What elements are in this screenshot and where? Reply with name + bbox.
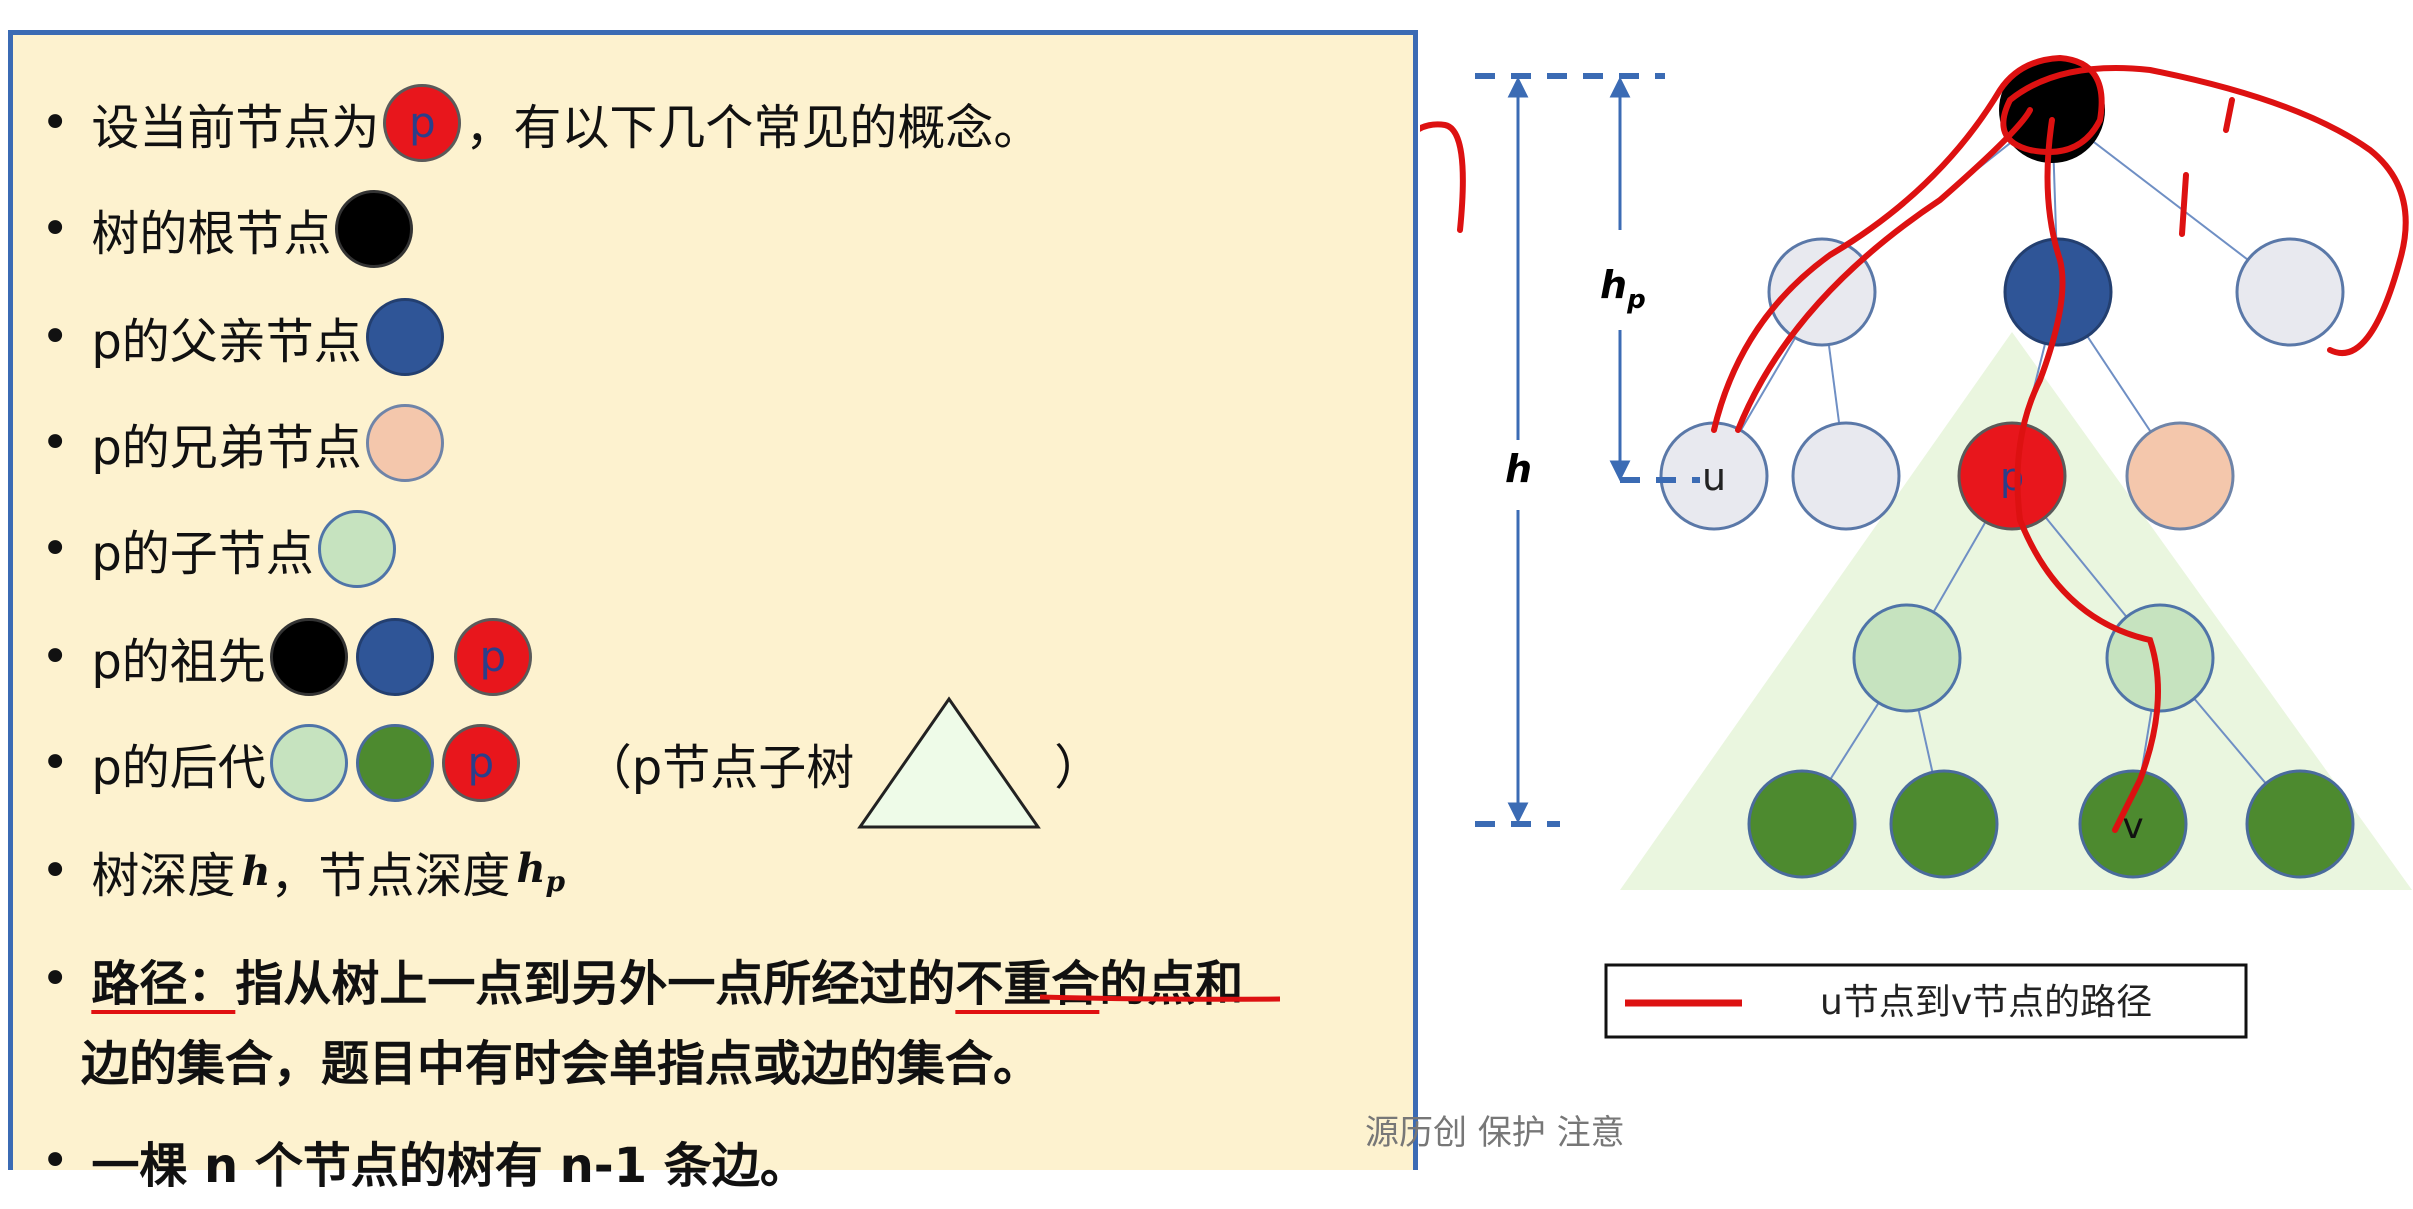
tree-node-v xyxy=(2078,769,2188,879)
bullet-text: ，有以下几个常见的概念。 xyxy=(465,100,1042,156)
node-p-red: p xyxy=(383,84,462,162)
tree-leaf-node xyxy=(2245,769,2355,879)
bullet-text: ，节点深度 xyxy=(270,848,511,904)
label-h: h xyxy=(1505,447,1532,491)
depth-dashes xyxy=(1475,73,1700,827)
path-title: 路径： xyxy=(91,956,236,1012)
tree-root-node xyxy=(1999,57,2105,163)
tree-node-gray xyxy=(1791,421,1901,531)
bullet-dot: • xyxy=(41,843,70,899)
bullet-ancestors: • p的祖先 p xyxy=(41,609,536,705)
tree-sibling-node xyxy=(2125,421,2235,531)
tree-parent-node xyxy=(2003,237,2113,347)
subtree-shade xyxy=(1620,332,2412,890)
label-u: u xyxy=(1702,455,1726,499)
node-descendant-p: p xyxy=(441,724,520,802)
bullet-text: p的兄弟节点 xyxy=(91,420,362,476)
node-descendant-darkgreen xyxy=(355,724,434,802)
bullet-text: p的父亲节点 xyxy=(91,314,362,370)
bullet-dot: • xyxy=(41,309,70,365)
node-root-black xyxy=(335,190,414,268)
subtree-triangle-icon xyxy=(857,696,1042,829)
bullet-text: p的后代 xyxy=(91,740,266,796)
node-child-lightgreen xyxy=(317,510,396,588)
node-ancestor-black xyxy=(269,618,348,696)
path-annotation xyxy=(1420,54,2409,833)
path-emphasis: 不重合 xyxy=(955,956,1100,1012)
bullet-descendants: • p的后代 p （p节点子树 ） xyxy=(41,696,1103,829)
bullet-path: • 路径： 指从树上一点到另外一点所经过的 不重合 的点和 xyxy=(41,931,1243,1027)
tree-child-node xyxy=(2105,603,2215,713)
bullet-text: 树的根节点 xyxy=(91,206,332,262)
bullet-depth: • 树深度 h ，节点深度 hp xyxy=(41,823,565,919)
path-text: 指从树上一点到另外一点所经过的 xyxy=(235,956,956,1012)
path-text-line2: 边的集合，题目中有时会单指点或边的集合。 xyxy=(81,1036,1042,1092)
bullet-current-node: • 设当前节点为 p ，有以下几个常见的概念。 xyxy=(41,75,1041,171)
bullet-text: 树深度 xyxy=(91,848,236,904)
bullet-dot: • xyxy=(41,95,70,151)
concept-panel: • 设当前节点为 p ，有以下几个常见的概念。 • 树的根节点 • p的父亲节点… xyxy=(8,30,1418,1194)
symbol-hp: hp xyxy=(516,844,566,898)
subtree-label-close: ） xyxy=(1054,740,1103,796)
bullet-dot: • xyxy=(41,951,70,1007)
bullet-dot: • xyxy=(41,521,70,577)
video-caption: 源历创 保护 注意 xyxy=(1365,1113,1625,1153)
tree-leaf-node xyxy=(1889,769,1999,879)
node-parent-blue xyxy=(365,298,444,376)
node-ancestor-blue xyxy=(355,618,434,696)
bullet-text: p的子节点 xyxy=(91,526,314,582)
legend-label: u节点到v节点的路径 xyxy=(1820,982,2152,1023)
symbol-h: h xyxy=(241,847,271,895)
bullet-text: 设当前节点为 xyxy=(91,100,380,156)
tree-node-p xyxy=(1957,421,2067,531)
node-sibling-peach xyxy=(365,404,444,482)
annotation-layer xyxy=(1039,994,1281,1002)
node-ancestor-p: p xyxy=(453,618,532,696)
bullet-text: p的祖先 xyxy=(91,634,266,690)
bullet-dot: • xyxy=(41,201,70,257)
tree-node-gray xyxy=(1767,237,1877,347)
bullet-parent: • p的父亲节点 xyxy=(41,289,448,385)
label-v: v xyxy=(2122,806,2143,847)
path-text-tail: 的点和 xyxy=(1099,956,1244,1012)
bullet-dot: • xyxy=(41,735,70,791)
tree-node-gray xyxy=(2235,237,2345,347)
bullet-child: • p的子节点 xyxy=(41,501,400,597)
bullet-dot: • xyxy=(41,415,70,471)
depth-arrows xyxy=(1507,76,1631,824)
bullet-sibling: • p的兄弟节点 xyxy=(41,395,448,491)
node-descendant-lightgreen xyxy=(269,724,348,802)
subtree-label: （p节点子树 xyxy=(583,740,855,796)
label-hp: hp xyxy=(1600,263,1646,315)
tree-diagram: u p v h hp u节点到v节点的路径 xyxy=(1420,54,2412,1039)
tree-child-node xyxy=(1852,603,1962,713)
bullet-root: • 树的根节点 xyxy=(41,181,417,277)
bullet-dot: • xyxy=(41,629,70,685)
tree-leaf-node xyxy=(1747,769,1857,879)
